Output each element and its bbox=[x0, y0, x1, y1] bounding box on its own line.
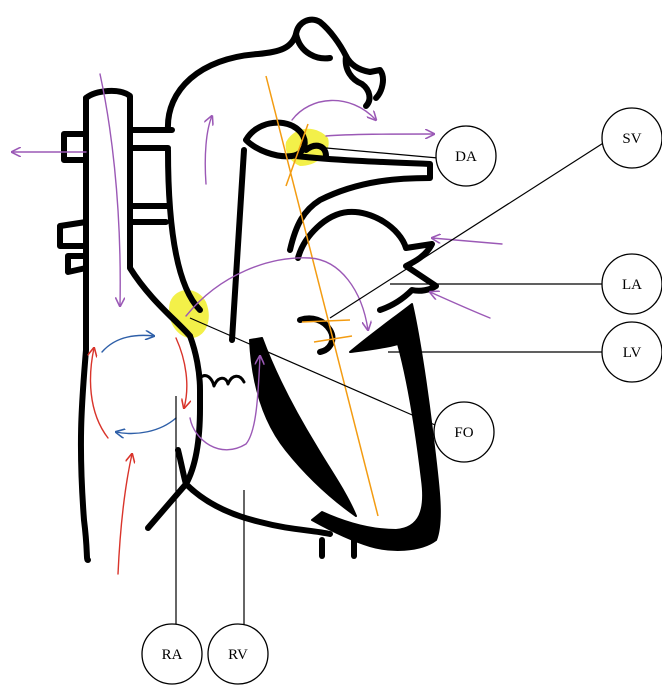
arrow-aorta-up bbox=[205, 116, 212, 184]
arrow-ra-red-left bbox=[91, 348, 108, 438]
arrow-pv-left-lower bbox=[430, 292, 490, 318]
arrow-ductus-right bbox=[326, 134, 434, 136]
label-la: LA bbox=[622, 277, 642, 293]
label-lv: LV bbox=[623, 345, 642, 361]
pulmonary-artery bbox=[232, 150, 244, 340]
venous-flow-arrows bbox=[91, 335, 187, 574]
arrow-la-to-lv-arc bbox=[186, 258, 368, 330]
label-rv: RV bbox=[228, 647, 248, 663]
svc-branch-upper bbox=[64, 134, 86, 160]
label-sv: SV bbox=[622, 131, 641, 147]
label-la-group: LA bbox=[602, 254, 662, 314]
aortic-arch-branch-1 bbox=[296, 34, 330, 58]
svc-left-wall bbox=[81, 98, 88, 560]
arrow-arch-over bbox=[292, 100, 376, 120]
left-atrium-lower bbox=[300, 318, 332, 352]
heart-outline bbox=[60, 20, 440, 560]
tricuspid-valve bbox=[200, 376, 244, 386]
svc-branch-lower bbox=[60, 222, 86, 246]
highlights bbox=[169, 129, 329, 338]
arrow-svc-down bbox=[100, 74, 120, 306]
left-atrium-outline bbox=[298, 212, 436, 310]
label-rv-group: RV bbox=[208, 624, 268, 684]
arrow-ra-blue-bottom bbox=[116, 418, 176, 433]
label-ra: RA bbox=[162, 647, 183, 663]
arrow-ivc-up bbox=[118, 454, 132, 574]
label-fo-group: FO bbox=[434, 402, 494, 462]
arrow-ra-red-right bbox=[176, 338, 187, 408]
arrow-ra-blue-top bbox=[102, 335, 154, 352]
vessel-ladder-middle bbox=[130, 206, 168, 222]
aortic-arch-inner bbox=[168, 150, 200, 310]
label-da: DA bbox=[455, 149, 477, 165]
label-fo: FO bbox=[454, 425, 473, 441]
vessel-ladder-upper bbox=[130, 130, 172, 148]
label-ra-group: RA bbox=[142, 624, 202, 684]
label-da-group: DA bbox=[436, 126, 496, 186]
arrow-pv-left-upper bbox=[432, 238, 502, 244]
label-sv-group: SV bbox=[602, 108, 662, 168]
label-lv-group: LV bbox=[602, 322, 662, 382]
right-atrium-valve-base bbox=[148, 450, 186, 528]
right-atrium-outline bbox=[190, 336, 200, 408]
